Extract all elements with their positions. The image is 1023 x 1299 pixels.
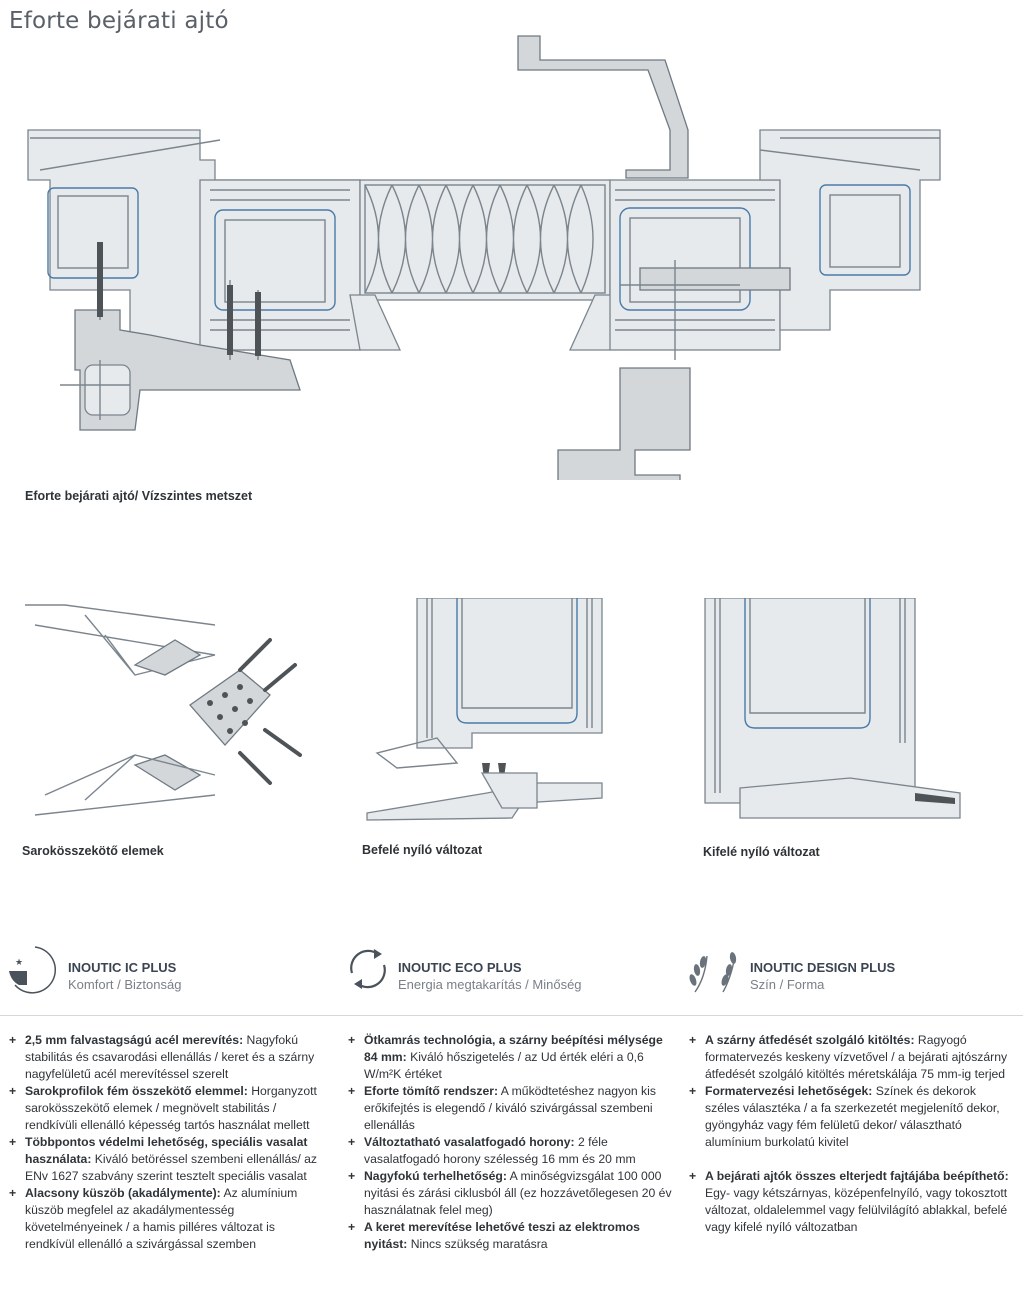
laurel-icon (685, 948, 745, 996)
list-item: Eforte tömítő rendszer: A működtetéshez … (348, 1083, 678, 1134)
feature-ic-plus: INOUTIC IC PLUS Komfort / Biztonság (68, 960, 181, 992)
list-item: Formatervezési lehetőségek: Színek és de… (689, 1083, 1009, 1151)
horizontal-section-drawing (27, 35, 941, 480)
list-item: Nagyfokú terhelhetőség: A minőségvizsgál… (348, 1168, 678, 1219)
feature-title: INOUTIC IC PLUS (68, 960, 177, 975)
corner-caption: Sarokösszekötő elemek (22, 844, 164, 858)
feature-column-1: 2,5 mm falvastagságú acél merevítés: Nag… (9, 1032, 327, 1253)
feature-design-plus: INOUTIC DESIGN PLUS Szín / Forma (750, 960, 895, 992)
main-caption: Eforte bejárati ajtó/ Vízszintes metszet (25, 489, 253, 503)
svg-text:★: ★ (15, 958, 23, 968)
comfort-icon: ★ (5, 945, 65, 995)
feature-title: INOUTIC ECO PLUS (398, 960, 522, 975)
feature-subtitle: Energia megtakarítás / Minőség (398, 977, 582, 992)
list-item: Változtatható vasalatfogadó horony: 2 fé… (348, 1134, 678, 1168)
corner-connector-drawing (25, 604, 302, 816)
list-item: Többpontos védelmi lehetőség, speciális … (9, 1134, 327, 1185)
list-item: A bejárati ajtók összes elterjedt fajtáj… (689, 1168, 1009, 1236)
divider (0, 1015, 1023, 1016)
feature-eco-plus: INOUTIC ECO PLUS Energia megtakarítás / … (398, 960, 582, 992)
feature-subtitle: Szín / Forma (750, 977, 825, 992)
list-item: A keret merevítése lehetővé teszi az ele… (348, 1219, 678, 1253)
list-item: A szárny átfedését szolgáló kitöltés: Ra… (689, 1032, 1009, 1083)
recycle-icon (344, 945, 392, 993)
list-item: Alacsony küszöb (akadálymente): Az alumí… (9, 1185, 327, 1253)
page-title: Eforte bejárati ajtó (9, 8, 229, 34)
list-item: Sarokprofilok fém összekötő elemmel: Hor… (9, 1083, 327, 1134)
feature-title: INOUTIC DESIGN PLUS (750, 960, 896, 975)
inward-caption: Befelé nyíló változat (362, 843, 483, 857)
outward-caption: Kifelé nyíló változat (703, 845, 820, 859)
list-item: 2,5 mm falvastagságú acél merevítés: Nag… (9, 1032, 327, 1083)
feature-column-3: A szárny átfedését szolgáló kitöltés: Ra… (689, 1032, 1009, 1236)
outward-opening-drawing (704, 598, 961, 819)
inward-opening-drawing (366, 598, 603, 821)
feature-subtitle: Komfort / Biztonság (68, 977, 182, 992)
feature-column-2: Ötkamrás technológia, a szárny beépítési… (348, 1032, 678, 1253)
list-item: Ötkamrás technológia, a szárny beépítési… (348, 1032, 678, 1083)
